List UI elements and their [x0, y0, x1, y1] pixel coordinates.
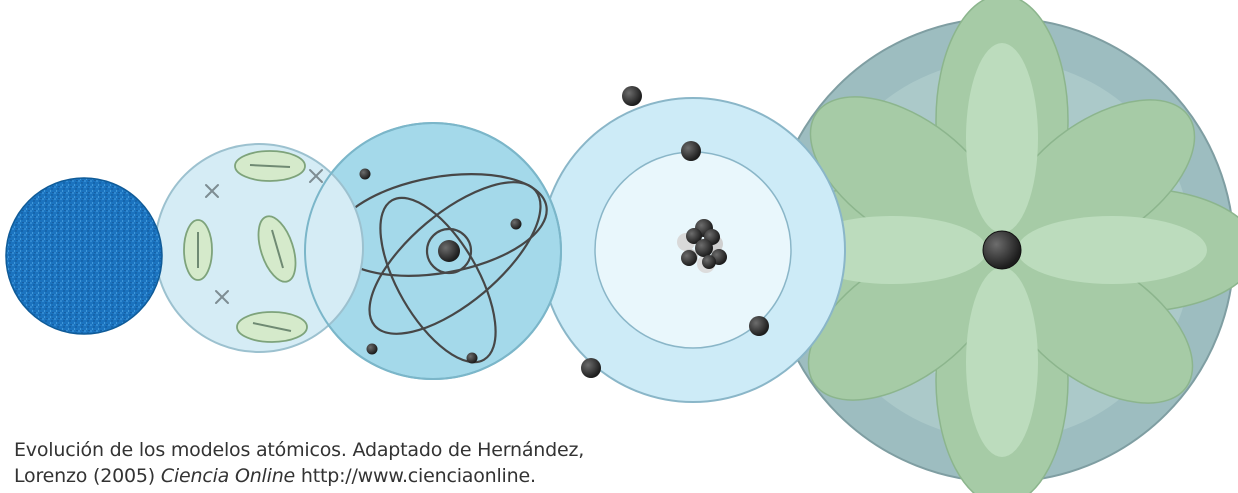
- neutron-icon: [695, 239, 713, 257]
- caption-source-url: http://www.cienciaonline.: [295, 465, 536, 487]
- thomson-model: [154, 143, 364, 353]
- caption-line-1: Evolución de los modelos atómicos. Adapt…: [14, 439, 585, 461]
- electron-icon: [681, 141, 701, 161]
- neutron-icon: [686, 228, 702, 244]
- electron-icon: [359, 168, 371, 180]
- inner-lobe-bottom: [966, 267, 1038, 457]
- thomson-blob-lines: [197, 164, 292, 332]
- caption-line-2: Lorenzo (2005) Ciencia Online http://www…: [14, 463, 654, 489]
- orbit-ellipse: [368, 181, 542, 335]
- electron-icon: [749, 316, 769, 336]
- caption-source-title: Ciencia Online: [160, 465, 296, 487]
- dalton-sphere: [5, 177, 163, 335]
- electron-icon: [366, 343, 378, 355]
- electron-icon: [581, 358, 601, 378]
- nucleus-icon: [982, 230, 1022, 270]
- electron-icon: [510, 218, 522, 230]
- orbit-inner-ring: [425, 227, 473, 275]
- bohr-model: [540, 86, 846, 403]
- orbit-ellipse: [379, 196, 497, 364]
- neutron-icon: [681, 250, 697, 266]
- bohr-nucleus: [677, 219, 727, 273]
- inner-lobe-top: [966, 43, 1038, 233]
- nucleus-icon: [438, 240, 460, 262]
- neutron-icon: [702, 255, 716, 269]
- dalton-model: [5, 177, 163, 335]
- electron-icon: [622, 86, 642, 106]
- x-mark-icon: [205, 169, 323, 304]
- figure-caption: Evolución de los modelos atómicos. Adapt…: [14, 437, 654, 489]
- inner-lobe-right: [1017, 216, 1207, 284]
- caption-line-2-prefix: Lorenzo (2005): [14, 465, 161, 487]
- electron-icon: [466, 352, 478, 364]
